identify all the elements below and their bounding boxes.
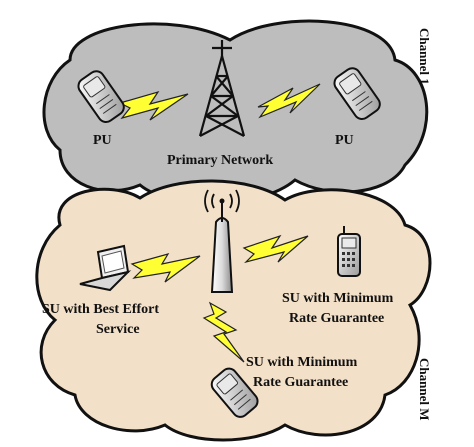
channel-1-label: Channel 1 bbox=[417, 28, 432, 85]
primary-network-cloud bbox=[42, 19, 429, 205]
lightning-bolt-cellphone bbox=[242, 234, 309, 264]
su-best-effort-label-line1: SU with Best Effort bbox=[42, 302, 159, 317]
primary-tower-icon bbox=[198, 40, 246, 137]
pu-phone-right-icon bbox=[333, 67, 381, 121]
primary-network-label: Primary Network bbox=[167, 153, 273, 168]
laptop-icon bbox=[79, 244, 132, 292]
pu-left-label: PU bbox=[93, 133, 112, 148]
su-best-effort-label-line2: Service bbox=[96, 322, 140, 337]
secondary-network-cloud bbox=[35, 179, 432, 442]
lightning-bolt-bottom-phone bbox=[202, 301, 245, 363]
cellphone-icon bbox=[337, 226, 361, 277]
su-min-rate-bottom-label-line2: Rate Guarantee bbox=[253, 375, 348, 390]
lightning-bolt-left-pu bbox=[118, 90, 189, 121]
su-min-rate-right-label-line2: Rate Guarantee bbox=[289, 311, 384, 326]
pu-phone-left-icon bbox=[77, 70, 125, 124]
channel-m-label: Channel M bbox=[417, 358, 432, 420]
secondary-antenna-icon bbox=[204, 189, 240, 293]
su-min-rate-bottom-label-line1: SU with Minimum bbox=[246, 355, 358, 370]
su-min-rate-right-label-line1: SU with Minimum bbox=[282, 291, 394, 306]
su-phone-bottom-icon bbox=[210, 367, 259, 418]
lightning-bolt-laptop bbox=[130, 253, 201, 283]
pu-right-label: PU bbox=[335, 133, 354, 148]
lightning-bolt-right-pu bbox=[257, 83, 321, 119]
